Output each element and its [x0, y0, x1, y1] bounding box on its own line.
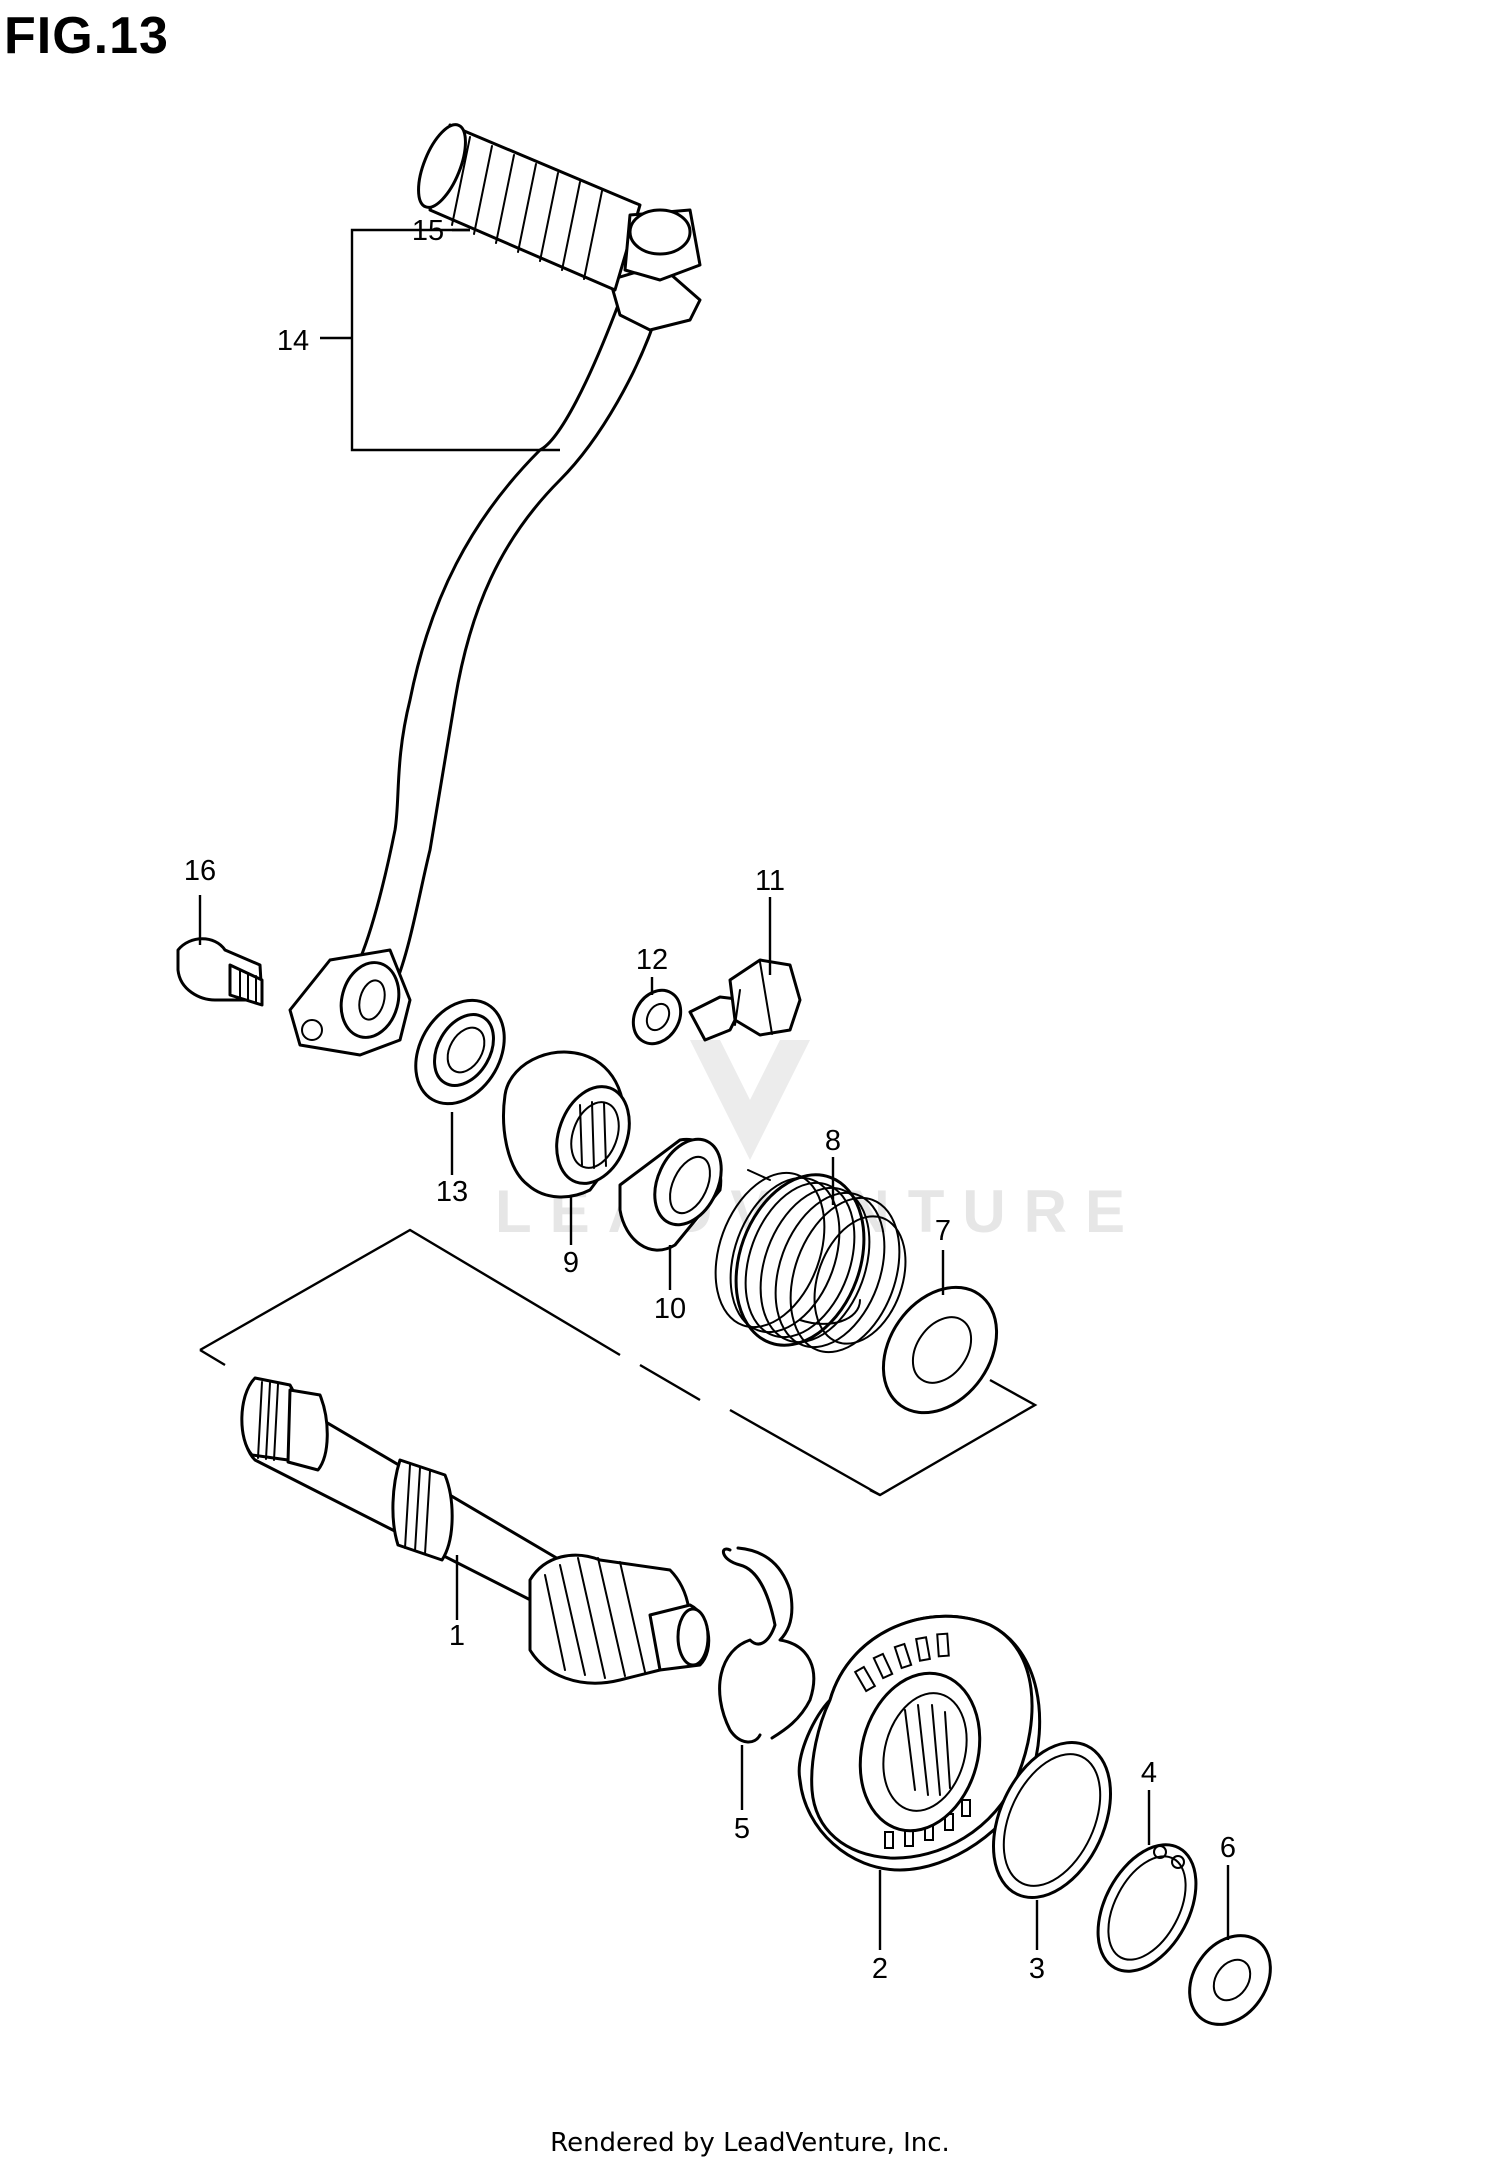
stopper-bolt[interactable] — [688, 958, 802, 1042]
washer-12[interactable] — [624, 982, 690, 1052]
figure-title: FIG.13 — [4, 7, 169, 65]
kick-gear[interactable] — [797, 1614, 1042, 1872]
callout-9: 9 — [563, 1247, 579, 1279]
callout-15: 15 — [412, 215, 444, 247]
inner-splines — [904, 1704, 951, 1796]
callout-1: 1 — [449, 1620, 465, 1652]
spring-guide[interactable] — [502, 1050, 643, 1199]
callout-bracket-14 — [320, 228, 560, 452]
callout-8: 8 — [825, 1125, 841, 1157]
washer-6[interactable] — [1173, 1920, 1287, 2040]
spring-clip[interactable] — [718, 1546, 816, 1744]
callout-labels: 15 14 16 11 12 13 9 10 8 7 1 5 2 3 4 6 — [184, 215, 1236, 1985]
callout-16: 16 — [184, 855, 216, 887]
oil-seal[interactable] — [398, 984, 522, 1119]
callout-5: 5 — [734, 1813, 750, 1845]
callout-3: 3 — [1029, 1953, 1045, 1985]
spacer[interactable] — [618, 1129, 734, 1252]
callout-13: 13 — [436, 1176, 468, 1208]
callout-7: 7 — [935, 1215, 951, 1247]
kick-lever-assy[interactable] — [288, 118, 702, 1057]
group-outline — [199, 1228, 1038, 1497]
washer-3[interactable] — [970, 1724, 1134, 1917]
circlip[interactable] — [1078, 1828, 1216, 1988]
spring-coils — [714, 1171, 907, 1354]
leader-lines — [198, 895, 1230, 1950]
callout-12: 12 — [636, 944, 668, 976]
clamp-bolt[interactable] — [176, 937, 264, 1007]
grip-ribs — [451, 136, 603, 280]
return-spring[interactable] — [696, 1157, 922, 1367]
washer-7[interactable] — [860, 1266, 1020, 1435]
callout-10: 10 — [654, 1293, 686, 1325]
footer-credit: Rendered by LeadVenture, Inc. — [550, 2128, 950, 2158]
bolt-threads — [239, 969, 257, 1004]
mid-splines — [404, 1464, 431, 1555]
callout-2: 2 — [872, 1953, 888, 1985]
callout-14: 14 — [277, 325, 309, 357]
end-splines — [257, 1381, 279, 1461]
callout-6: 6 — [1220, 1832, 1236, 1864]
callout-11: 11 — [755, 865, 785, 897]
helical-teeth — [544, 1557, 646, 1679]
callout-4: 4 — [1141, 1757, 1157, 1789]
kick-starter-shaft[interactable] — [240, 1376, 711, 1685]
